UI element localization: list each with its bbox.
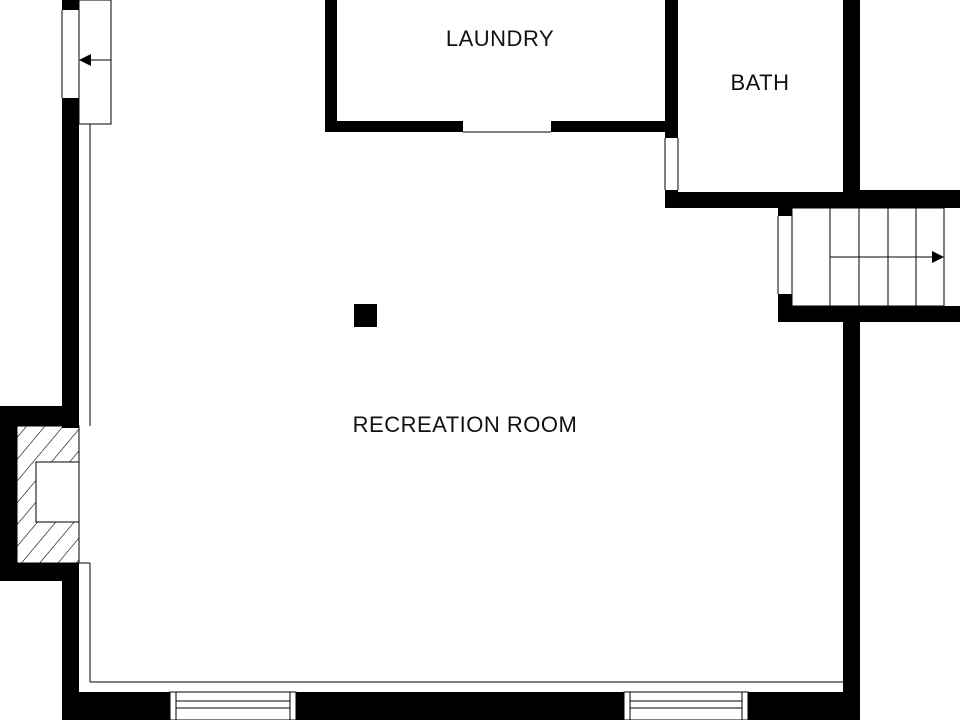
wall-left-upper xyxy=(62,98,79,428)
stairs xyxy=(791,207,945,307)
windows xyxy=(169,691,749,720)
wall-bath-right xyxy=(843,0,860,208)
wall-laundry-bottom-a xyxy=(325,121,463,132)
wall-fireplace-bottom xyxy=(0,563,79,581)
wall-bottom-a xyxy=(62,692,170,720)
stair-arrow-icon xyxy=(932,251,944,263)
support-column xyxy=(354,304,377,327)
door-arrow xyxy=(79,54,111,66)
wall-laundry-bottom-b xyxy=(551,121,678,132)
wall-stair-bottom xyxy=(778,306,960,322)
wall-fireplace-left xyxy=(0,406,17,581)
fireplace xyxy=(16,425,80,564)
window-bottom-left xyxy=(169,691,297,720)
wall-bottom-c xyxy=(748,692,860,720)
room-label-laundry: LAUNDRY xyxy=(446,26,554,51)
inner-wall-lines xyxy=(79,124,843,683)
fireplace-firebox xyxy=(35,461,80,523)
room-label-recreation: RECREATION ROOM xyxy=(353,412,578,437)
room-label-bath: BATH xyxy=(730,70,789,95)
door-frames xyxy=(61,0,793,294)
wall-left-top xyxy=(62,0,79,10)
door-arrow-icon xyxy=(79,54,91,66)
window-bottom-right xyxy=(623,691,749,720)
wall-bath-bottom xyxy=(665,192,860,208)
wall-stair-left-bottom xyxy=(778,294,792,322)
wall-bottom-b xyxy=(296,692,624,720)
wall-laundry-right xyxy=(665,0,678,138)
wall-left-lower xyxy=(62,563,79,720)
wall-stair-top xyxy=(843,190,960,208)
wall-fireplace-top xyxy=(0,406,79,426)
wall-right-lower xyxy=(843,306,860,720)
interior-walls xyxy=(325,0,860,208)
wall-laundry-left xyxy=(325,0,337,132)
